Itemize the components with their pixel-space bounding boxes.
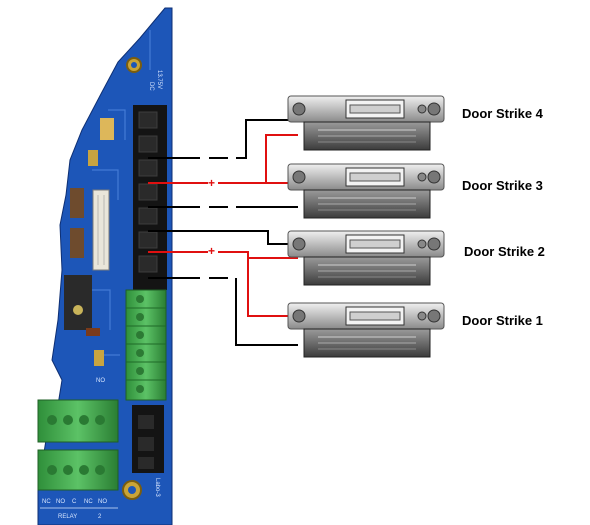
board-relay: [64, 275, 92, 330]
wire-strike3-red: [218, 134, 298, 184]
door-strike-4: [287, 95, 445, 151]
polarity-plus: +: [208, 176, 215, 190]
strike-screw: [427, 309, 441, 323]
relay-term-label: C: [72, 499, 77, 505]
board-capacitor: [100, 118, 114, 140]
relay-term-label: NC: [42, 499, 51, 505]
polarity-plus: +: [208, 244, 215, 258]
board-dc-label: DC: [148, 82, 154, 91]
door-strike-label: Door Strike 3: [462, 178, 543, 193]
relay-number: 2: [98, 514, 102, 520]
wire-strike2-black: [148, 230, 298, 245]
door-strike-label: Door Strike 2: [464, 244, 545, 259]
relay-term-label: NO: [98, 499, 107, 505]
board-component: [88, 150, 98, 166]
terminal-block-green: [125, 289, 167, 401]
wire-strike4-black: [236, 119, 298, 159]
relay-term-label: NC: [84, 499, 93, 505]
board-component: [86, 328, 100, 336]
circuit-board: 13.75V DC NO: [37, 7, 173, 525]
door-strike-3: [287, 163, 445, 219]
strike-screw: [427, 170, 441, 184]
board-component: [94, 350, 104, 366]
wire-strike2-red: [218, 251, 298, 317]
board-chip: [92, 189, 110, 271]
relay-term-label: NO: [56, 499, 65, 505]
wire-strike1-black: [235, 278, 298, 346]
strike-screw: [292, 309, 306, 323]
strike-screw: [427, 102, 441, 116]
relay-terminal-labels: NC NO C NC NO: [42, 499, 107, 505]
strike-screw: [292, 237, 306, 251]
strike-screw: [427, 237, 441, 251]
board-voltage-label: 13.75V: [156, 70, 162, 89]
relay-label: RELAY: [58, 514, 77, 520]
door-strike-2: [287, 230, 445, 286]
strike-screw: [292, 170, 306, 184]
wiring: [148, 119, 298, 346]
board-no-label: NO: [96, 378, 105, 384]
board-corner-label: Labo-3: [154, 478, 160, 497]
board-connector: [70, 188, 84, 218]
door-strike-label: Door Strike 4: [462, 106, 544, 121]
door-strike-label: Door Strike 1: [462, 313, 543, 328]
door-strike-1: [287, 302, 445, 358]
strike-screw: [292, 102, 306, 116]
board-connector: [70, 228, 84, 258]
header-pins: [138, 111, 158, 273]
